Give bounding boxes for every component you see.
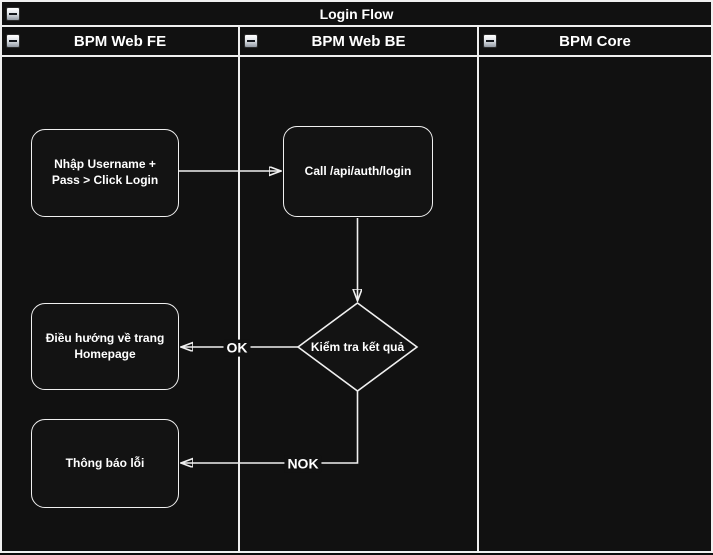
node-go-homepage[interactable]: Điều hướng về trang Homepage (31, 303, 179, 390)
node-label: Thông báo lỗi (65, 455, 145, 470)
lane-collapse-icon[interactable] (483, 34, 497, 48)
node-check-result-shape[interactable] (296, 302, 419, 392)
pool-title: Login Flow (319, 5, 394, 22)
minus-icon (486, 40, 494, 42)
node-label: Call /api/auth/login (304, 163, 412, 178)
lane-label: BPM Core (559, 32, 631, 50)
pool-collapse-icon[interactable] (6, 6, 20, 21)
lane-header-row: BPM Web FE BPM Web BE BPM Core (2, 27, 711, 57)
node-input-login[interactable]: Nhập Username + Pass > Click Login (31, 129, 179, 217)
node-label: Điều hướng về trang Homepage (45, 330, 165, 361)
edge-check-to-error[interactable] (181, 391, 359, 463)
edge-label-ok[interactable]: OK (223, 339, 251, 357)
minus-icon (9, 12, 17, 15)
node-call-api[interactable]: Call /api/auth/login (283, 126, 433, 217)
node-label: Kiểm tra kết quả (310, 340, 405, 354)
minus-icon (247, 40, 255, 42)
minus-icon (9, 40, 17, 42)
lane-collapse-icon[interactable] (244, 34, 258, 48)
lane-body-bpm-core (479, 57, 711, 551)
node-show-error[interactable]: Thông báo lỗi (31, 419, 179, 508)
lane-header-bpm-core[interactable]: BPM Core (479, 27, 711, 57)
edge-label-nok[interactable]: NOK (284, 455, 322, 473)
lane-header-bpm-web-fe[interactable]: BPM Web FE (2, 27, 240, 57)
lane-collapse-icon[interactable] (6, 34, 20, 48)
lane-label: BPM Web BE (311, 32, 406, 50)
node-label: Nhập Username + Pass > Click Login (51, 157, 159, 187)
node-check-result-label[interactable]: Kiểm tra kết quả (298, 303, 417, 391)
pool-title-bar[interactable]: Login Flow (2, 2, 711, 27)
lane-header-bpm-web-be[interactable]: BPM Web BE (240, 27, 479, 57)
lane-label: BPM Web FE (73, 32, 167, 50)
